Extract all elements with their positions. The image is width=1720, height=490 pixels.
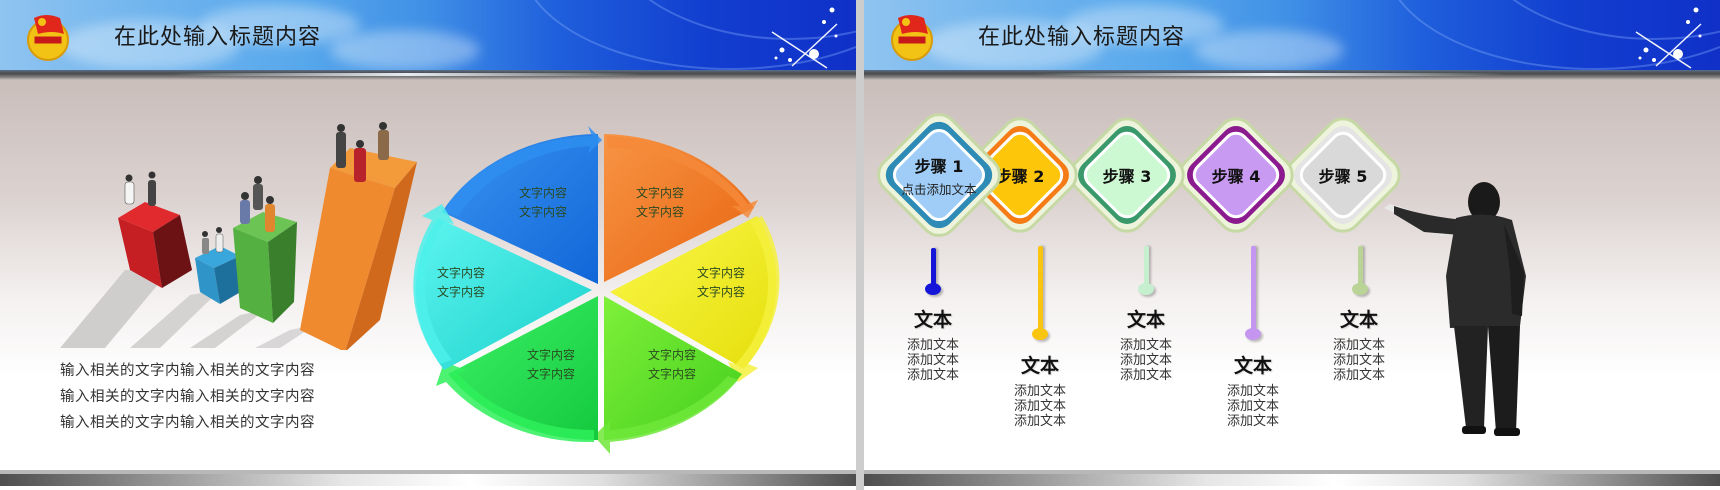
text-block-1[interactable]: 文本 添加文本 添加文本 添加文本 xyxy=(878,305,988,383)
footer-divider xyxy=(0,470,856,474)
segment-yellow xyxy=(610,216,777,369)
segment-label-blue: 文字内容文字内容 xyxy=(518,186,567,219)
segment-label-green: 文字内容文字内容 xyxy=(526,348,575,381)
diamond-shape xyxy=(1285,117,1401,233)
diamond-shape xyxy=(962,117,1078,233)
footer-divider xyxy=(864,470,1720,474)
step-title: 步骤 3 xyxy=(1102,167,1152,186)
connector-dot-5 xyxy=(1352,283,1368,295)
youth-league-emblem-icon xyxy=(27,15,69,61)
step-3[interactable]: 步骤 3 xyxy=(1052,100,1202,250)
segment-label-cyan: 文字内容文字内容 xyxy=(436,266,485,299)
text-block-title: 文本 xyxy=(913,309,952,331)
footer-bar xyxy=(864,474,1720,486)
header-banner xyxy=(0,0,856,74)
step-1[interactable]: 步骤 1 点击添加文本 xyxy=(864,100,1020,250)
header-divider xyxy=(0,70,856,80)
segment-blue xyxy=(442,134,598,284)
step-5[interactable]: 步骤 5 xyxy=(1268,100,1418,250)
paragraph-line: 输入相关的文字内输入相关的文字内容 xyxy=(60,363,315,379)
text-block-title: 文本 xyxy=(1339,309,1378,331)
connector-dot-4 xyxy=(1245,328,1261,340)
step-title: 步骤 4 xyxy=(1211,167,1261,186)
bar-chart-illustration xyxy=(60,122,417,350)
step-title: 步骤 1 xyxy=(914,156,964,176)
bar-blue xyxy=(195,246,240,268)
businessman-pointing-icon xyxy=(1384,182,1526,436)
page-title: 在此处输入标题内容 xyxy=(114,25,322,50)
step-title: 步骤 2 xyxy=(995,167,1045,186)
slide-separator xyxy=(856,0,864,490)
step-title: 步骤 5 xyxy=(1318,167,1368,186)
connector-line-3 xyxy=(1144,246,1149,286)
connector-dot-1 xyxy=(925,283,941,295)
segment-label-yellow: 文字内容文字内容 xyxy=(696,266,745,299)
paragraph-line: 输入相关的文字内输入相关的文字内容 xyxy=(60,415,315,431)
text-block-title: 文本 xyxy=(1020,355,1059,377)
connector-line-4 xyxy=(1251,246,1256,330)
footer-bar xyxy=(0,474,856,486)
connector-dot-3 xyxy=(1138,283,1154,295)
connector-line-2 xyxy=(1038,246,1043,330)
segment-label-orange: 文字内容文字内容 xyxy=(635,186,684,219)
paragraph-line: 输入相关的文字内输入相关的文字内容 xyxy=(60,389,315,405)
cycle-diagram: 文字内容文字内容 文字内容文字内容 文字内容文字内容 文字内容文字内容 文字内容… xyxy=(402,124,812,454)
segment-label-lime: 文字内容文字内容 xyxy=(647,348,696,381)
cycle-diagram-graphic xyxy=(413,126,780,454)
text-block-5[interactable]: 文本 添加文本 添加文本 添加文本 xyxy=(1304,305,1414,383)
header-banner xyxy=(864,0,1720,74)
sparkle-icon xyxy=(1635,7,1702,69)
text-block-3[interactable]: 文本 添加文本 添加文本 添加文本 xyxy=(1091,305,1201,383)
step-4[interactable]: 步骤 4 xyxy=(1161,100,1311,250)
text-block-2[interactable]: 文本 添加文本 添加文本 添加文本 xyxy=(985,351,1095,429)
connector-line-5 xyxy=(1358,246,1363,286)
connector-line-1 xyxy=(931,248,936,286)
diamond-shape xyxy=(1178,117,1294,233)
step-2[interactable]: 步骤 2 xyxy=(945,100,1095,250)
diamond-shape xyxy=(877,113,1001,237)
step-subtitle[interactable]: 点击添加文本 xyxy=(901,181,977,197)
slide-right[interactable]: 在此处输入标题内容 步骤 5 xyxy=(864,0,1720,490)
sparkle-icon xyxy=(771,7,838,69)
page-title: 在此处输入标题内容 xyxy=(978,25,1186,50)
header-divider xyxy=(864,70,1720,80)
text-block-title: 文本 xyxy=(1233,355,1272,377)
text-block-4[interactable]: 文本 添加文本 添加文本 添加文本 xyxy=(1198,351,1308,429)
text-block-title: 文本 xyxy=(1126,309,1165,331)
slide-left[interactable]: 在此处输入标题内容 xyxy=(0,0,856,490)
youth-league-emblem-icon xyxy=(891,15,933,61)
segment-orange xyxy=(604,134,754,282)
body-paragraph: 输入相关的文字内输入相关的文字内容 输入相关的文字内输入相关的文字内容 输入相关… xyxy=(60,358,315,436)
segment-cyan xyxy=(415,218,592,370)
diamond-shape xyxy=(1069,117,1185,233)
bar-orange xyxy=(330,148,417,188)
bar-red xyxy=(118,202,180,232)
connector-dot-2 xyxy=(1032,328,1048,340)
